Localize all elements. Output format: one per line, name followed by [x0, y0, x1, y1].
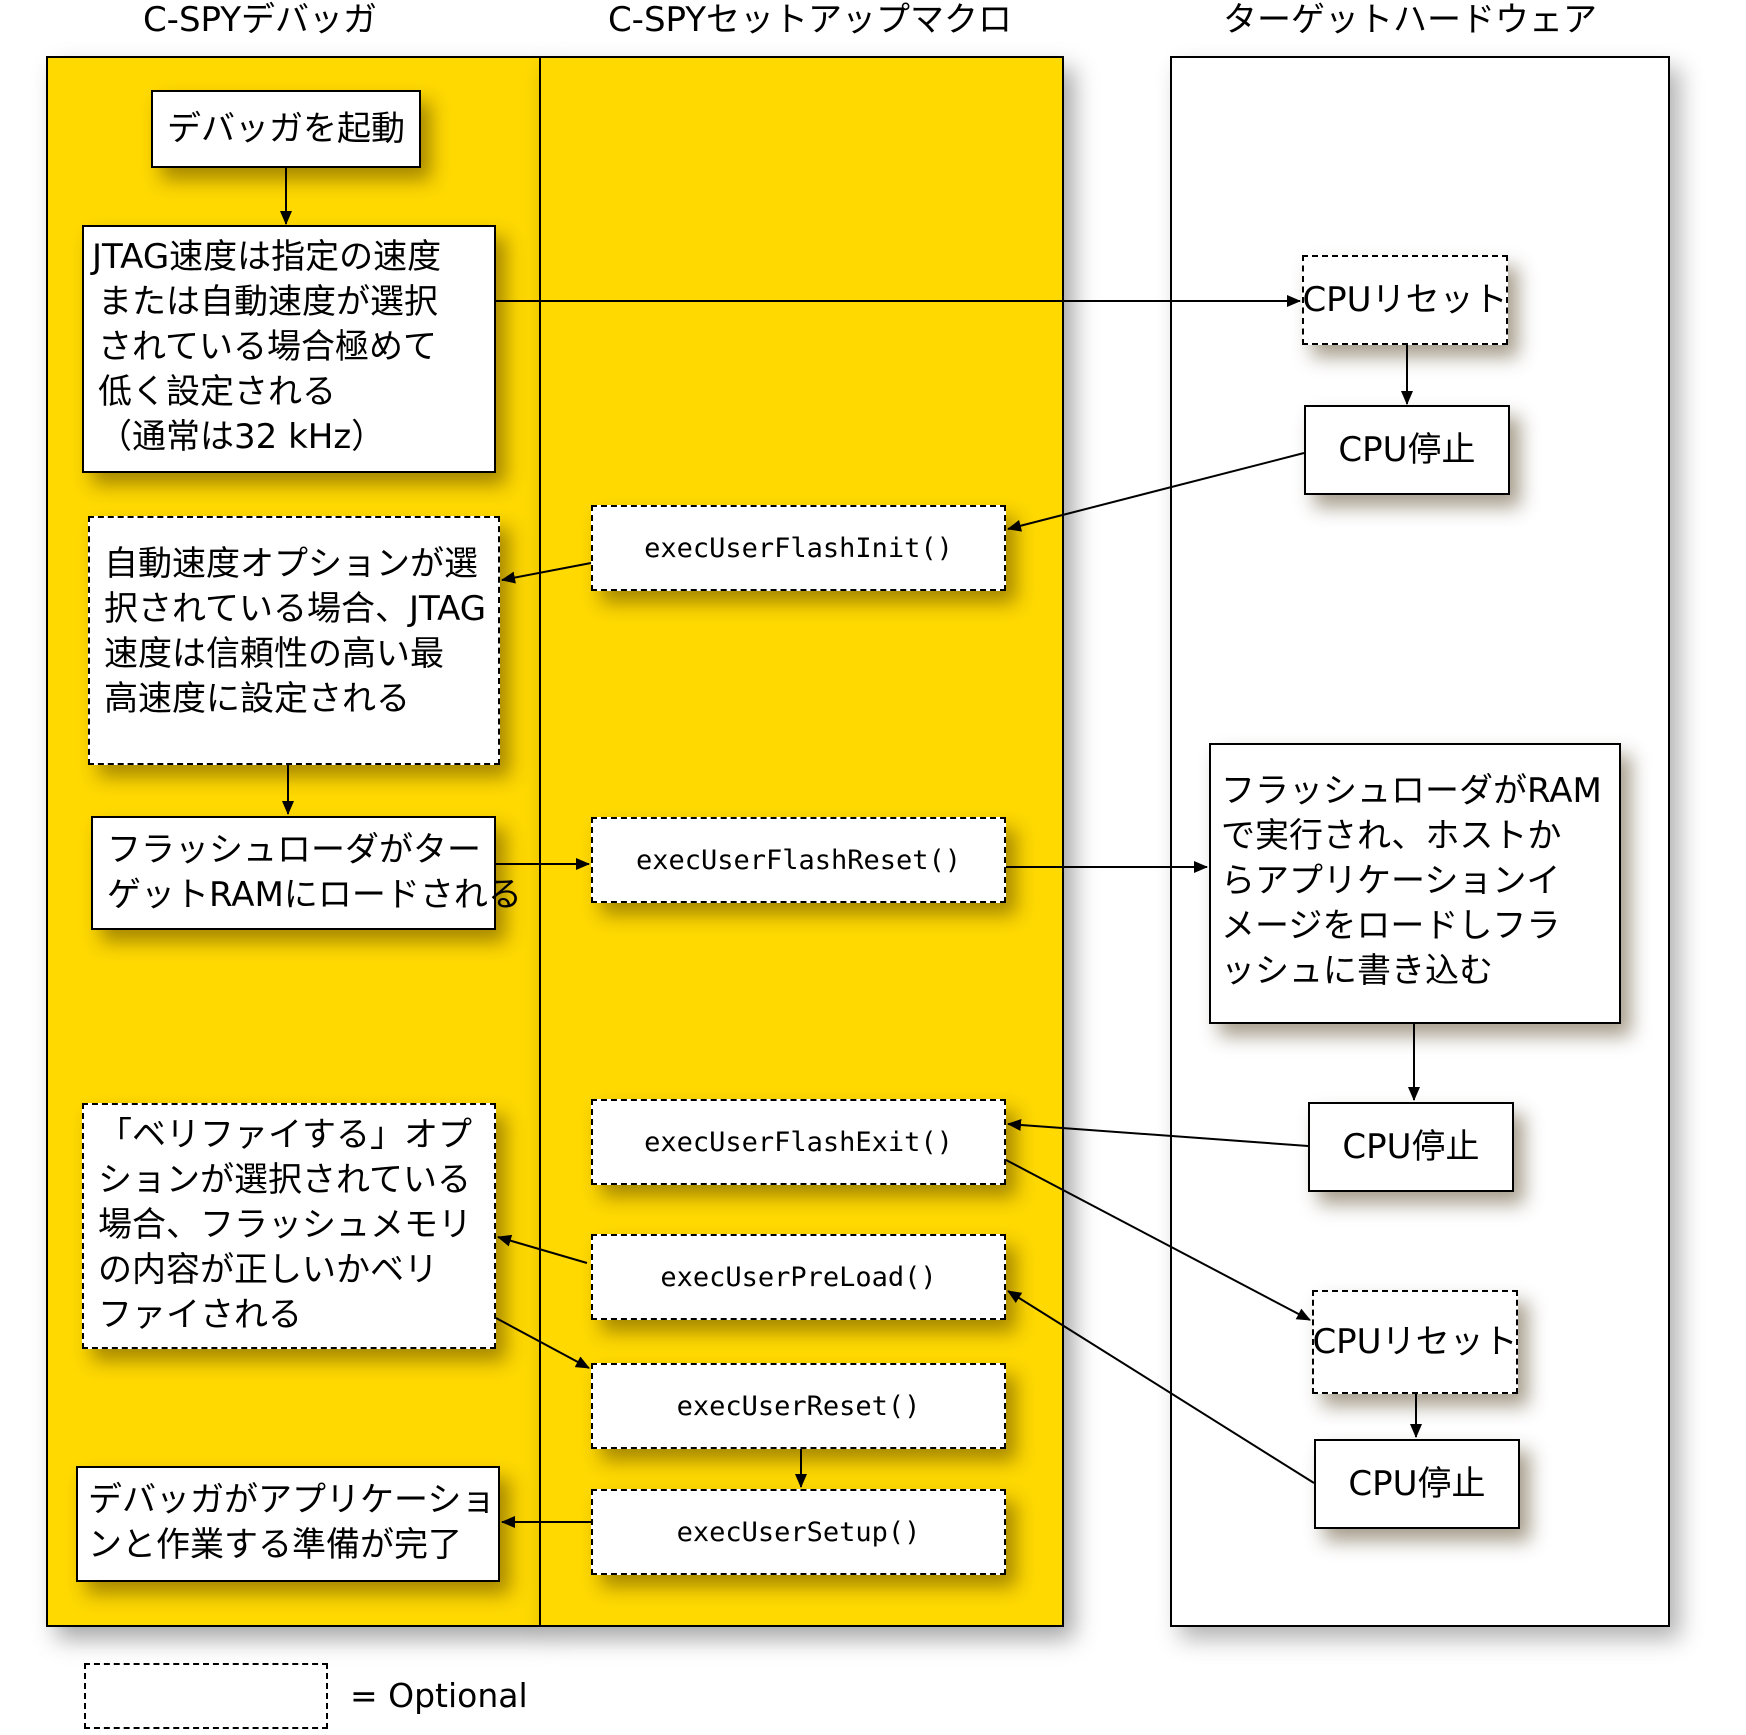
macro-flash-init: execUserFlashInit(): [591, 505, 1006, 591]
flashloader-run-line: フラッシュローダがRAM: [1221, 771, 1602, 811]
jtag-auto-line: 択されている場合、JTAG: [104, 589, 487, 629]
cpu-stop-1-box: CPU停止: [1304, 405, 1510, 495]
verify-line: 「ベリファイする」オプ: [98, 1115, 472, 1155]
column-title-debugger: C-SPYデバッガ: [142, 0, 378, 40]
cpu-stop-2-box: CPU停止: [1308, 1102, 1514, 1192]
cpu-reset-1-label: CPUリセット: [1302, 279, 1508, 320]
jtag-slow-box: JTAG速度は指定の速度 または自動速度が選択 されている場合極めて 低く設定さ…: [82, 225, 496, 473]
verify-line: ションが選択されている: [98, 1160, 471, 1200]
macro-preload-label: execUserPreLoad(): [660, 1261, 937, 1293]
jtag-slow-line: JTAG速度は指定の速度: [92, 237, 442, 277]
cpu-reset-2-label: CPUリセット: [1312, 1321, 1518, 1362]
flashloader-load-line: ゲットRAMにロードされる: [107, 875, 522, 915]
macro-setup-label: execUserSetup(): [676, 1516, 921, 1548]
jtag-slow-line: （通常は32 kHz）: [98, 417, 386, 457]
flashloader-run-line: ッシュに書き込む: [1221, 951, 1493, 991]
flashloader-load-line: フラッシュローダがター: [107, 830, 481, 870]
flashloader-load-box: フラッシュローダがター ゲットRAMにロードされる: [91, 816, 522, 930]
jtag-auto-line: 速度は信頼性の高い最: [104, 634, 444, 674]
flashloader-run-box: フラッシュローダがRAM で実行され、ホストか らアプリケーションイ メージをロ…: [1209, 743, 1621, 1024]
macro-flash-exit: execUserFlashExit(): [591, 1099, 1006, 1185]
jtag-slow-line: 低く設定される: [98, 372, 336, 412]
cpu-reset-2-box: CPUリセット: [1312, 1290, 1518, 1394]
verify-line: 場合、フラッシュメモリ: [98, 1205, 472, 1245]
cpu-stop-3-box: CPU停止: [1314, 1439, 1520, 1529]
column-title-macros: C-SPYセットアップマクロ: [607, 0, 1013, 40]
start-debugger-text: デバッガを起動: [167, 108, 405, 149]
verify-box: 「ベリファイする」オプ ションが選択されている 場合、フラッシュメモリ の内容が…: [82, 1103, 496, 1349]
macro-reset-label: execUserReset(): [676, 1390, 921, 1422]
macro-preload: execUserPreLoad(): [591, 1234, 1006, 1320]
cpu-stop-1-label: CPU停止: [1338, 429, 1476, 470]
macro-flash-exit-label: execUserFlashExit(): [644, 1126, 953, 1158]
legend-dashed-box: [84, 1663, 328, 1729]
ready-line: デバッガがアプリケーショ: [88, 1480, 496, 1520]
macro-flash-reset-label: execUserFlashReset(): [635, 844, 962, 876]
macro-reset: execUserReset(): [591, 1363, 1006, 1449]
jtag-auto-line: 自動速度オプションが選: [104, 544, 478, 584]
verify-line: ファイされる: [98, 1295, 302, 1335]
macro-flash-init-label: execUserFlashInit(): [644, 532, 953, 564]
macro-setup: execUserSetup(): [591, 1489, 1006, 1575]
start-debugger-box: デバッガを起動: [151, 90, 421, 168]
verify-line: の内容が正しいかベリ: [98, 1250, 438, 1290]
cpu-stop-3-label: CPU停止: [1348, 1463, 1486, 1504]
jtag-slow-line: または自動速度が選択: [98, 282, 438, 322]
column-title-hardware: ターゲットハードウェア: [1223, 0, 1597, 40]
ready-box: デバッガがアプリケーショ ンと作業する準備が完了: [76, 1466, 500, 1582]
cpu-reset-1-box: CPUリセット: [1302, 255, 1508, 345]
macro-flash-reset: execUserFlashReset(): [591, 817, 1006, 903]
flashloader-run-line: メージをロードしフラ: [1221, 906, 1561, 946]
flashloader-run-line: で実行され、ホストか: [1221, 816, 1562, 856]
flashloader-run-line: らアプリケーションイ: [1221, 861, 1561, 901]
legend-label: = Optional: [350, 1676, 528, 1715]
jtag-slow-line: されている場合極めて: [98, 327, 437, 367]
ready-line: ンと作業する準備が完了: [88, 1525, 462, 1565]
jtag-auto-box: 自動速度オプションが選 択されている場合、JTAG 速度は信頼性の高い最 高速度…: [88, 516, 500, 765]
cpu-stop-2-label: CPU停止: [1342, 1126, 1480, 1167]
jtag-auto-line: 高速度に設定される: [104, 679, 410, 719]
